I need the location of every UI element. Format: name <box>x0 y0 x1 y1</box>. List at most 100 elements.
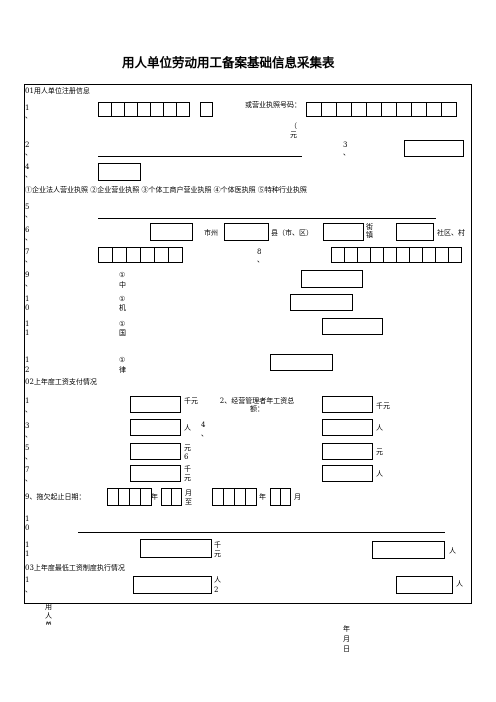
license-number-cells[interactable] <box>306 102 457 117</box>
county-label: 县（市、区） <box>271 229 313 237</box>
option-circle: ① <box>119 271 126 279</box>
item-6-num: 6 <box>184 453 189 461</box>
option-circle: ① <box>119 356 126 364</box>
row-num: 9 <box>25 271 30 279</box>
row-num: 1 <box>25 295 30 303</box>
qian-label-2: 千 <box>214 541 221 549</box>
ren-label-3: 人 <box>376 470 383 478</box>
row-num: 3 <box>25 422 30 430</box>
row-num: 1 <box>25 320 30 328</box>
row-num: 2 <box>25 366 30 374</box>
item-4-sep: 、 <box>201 430 208 438</box>
ren-label: 人 <box>184 424 191 432</box>
yuan-label: 元 <box>290 131 297 139</box>
row-num: 1 <box>25 329 30 337</box>
option-guo: 国 <box>119 329 126 337</box>
row-num: 6 <box>25 226 30 234</box>
item-9-field[interactable] <box>301 270 363 288</box>
ren-label-5: 人 <box>214 576 221 584</box>
item-2-num: 2 <box>214 586 219 594</box>
option-circle: ① <box>119 295 126 303</box>
option-ji: 机 <box>119 304 126 312</box>
org-code-check-cell[interactable] <box>200 102 213 117</box>
phone-cells[interactable] <box>98 247 183 263</box>
yuan-label-4: 元 <box>214 550 221 558</box>
reason-underline[interactable] <box>78 532 445 533</box>
qian-label: 千 <box>184 465 191 473</box>
option-circle: ① <box>119 320 126 328</box>
section-01-heading: 01用人单位注册信息 <box>25 87 90 95</box>
item-4-num: 4 <box>201 421 206 429</box>
row-sep: 、 <box>25 453 32 461</box>
start-month-cells[interactable] <box>161 488 182 506</box>
org-code-cells[interactable] <box>98 102 190 117</box>
manager-wage-field[interactable] <box>322 396 373 413</box>
wage-total-field[interactable] <box>130 396 181 413</box>
end-year-cells[interactable] <box>212 488 257 506</box>
ren-label-2: 人 <box>376 424 383 432</box>
item-6-field[interactable] <box>322 443 373 460</box>
item-8-sep: 、 <box>257 256 264 264</box>
item-11-people-field[interactable] <box>372 541 445 559</box>
option-zhong: 中 <box>119 281 126 289</box>
item-3-field[interactable] <box>404 140 464 157</box>
end-month-cells[interactable] <box>270 488 291 506</box>
start-year-cells[interactable] <box>107 488 152 506</box>
row-num: 1 <box>25 550 30 558</box>
item-8-num: 8 <box>257 248 262 256</box>
arrears-count-field[interactable] <box>322 465 373 482</box>
yuan-label-2: 元 <box>376 448 383 456</box>
arrears-amount-field[interactable] <box>130 465 181 482</box>
row-num: 1 <box>25 576 30 584</box>
street-label: 街镇 <box>366 223 373 239</box>
village-label: 社区、村 <box>437 229 465 237</box>
arrears-date-label: 9、拖欠起止日期： <box>25 493 86 501</box>
row-num: 0 <box>25 524 30 532</box>
item-11-field[interactable] <box>322 318 383 335</box>
name-underline[interactable] <box>98 156 302 157</box>
qianyuan-label-2: 千元 <box>376 402 390 410</box>
postal-cells[interactable] <box>331 247 462 263</box>
row-num: 2 <box>25 141 30 149</box>
row-sep: 、 <box>25 149 32 157</box>
yue-label-2: 月 <box>294 493 301 501</box>
footer-yue: 月 <box>343 635 350 643</box>
city-field[interactable] <box>150 223 193 241</box>
min-wage-people-field[interactable] <box>396 576 453 594</box>
row-num: 0 <box>25 304 30 312</box>
avg-wage-field[interactable] <box>130 443 181 460</box>
row-sep: 、 <box>25 112 32 120</box>
page-title: 用人单位劳动用工备案基础信息采集表 <box>122 55 335 70</box>
paren-note: （ <box>290 122 297 130</box>
min-wage-field[interactable] <box>133 576 212 594</box>
street-field[interactable] <box>323 223 364 241</box>
footer-ren: 人 <box>45 612 52 620</box>
section-03-heading: 03上年度最低工资制度执行情况 <box>25 564 125 572</box>
item-4-field[interactable] <box>322 419 373 436</box>
row-num: 4 <box>25 163 30 171</box>
item-12-field[interactable] <box>270 354 333 371</box>
row-sep: 、 <box>25 211 32 219</box>
form-frame <box>24 84 472 604</box>
row-sep: 、 <box>25 586 32 594</box>
city-label: 市州 <box>204 229 218 237</box>
row-sep: 、 <box>25 280 32 288</box>
village-field[interactable] <box>396 223 434 241</box>
row-num: 1 <box>25 104 30 112</box>
item-10-field[interactable] <box>290 294 353 311</box>
nian-label-2: 年 <box>259 493 266 501</box>
ren-label-4: 人 <box>449 547 456 555</box>
row-sep: 、 <box>25 234 32 242</box>
item-11-amount-field[interactable] <box>140 539 212 558</box>
zhi-label: 至 <box>185 498 192 506</box>
footer-nian: 年 <box>343 625 350 633</box>
qianyuan-label: 千元 <box>184 397 198 405</box>
license-type-field[interactable] <box>98 163 141 181</box>
employee-count-field[interactable] <box>130 419 181 436</box>
row-num: 7 <box>25 466 30 474</box>
row-sep: 、 <box>25 171 32 179</box>
address-underline[interactable] <box>98 218 436 219</box>
row-num: 1 <box>25 515 30 523</box>
county-field[interactable] <box>224 223 269 241</box>
row-num: 1 <box>25 397 30 405</box>
